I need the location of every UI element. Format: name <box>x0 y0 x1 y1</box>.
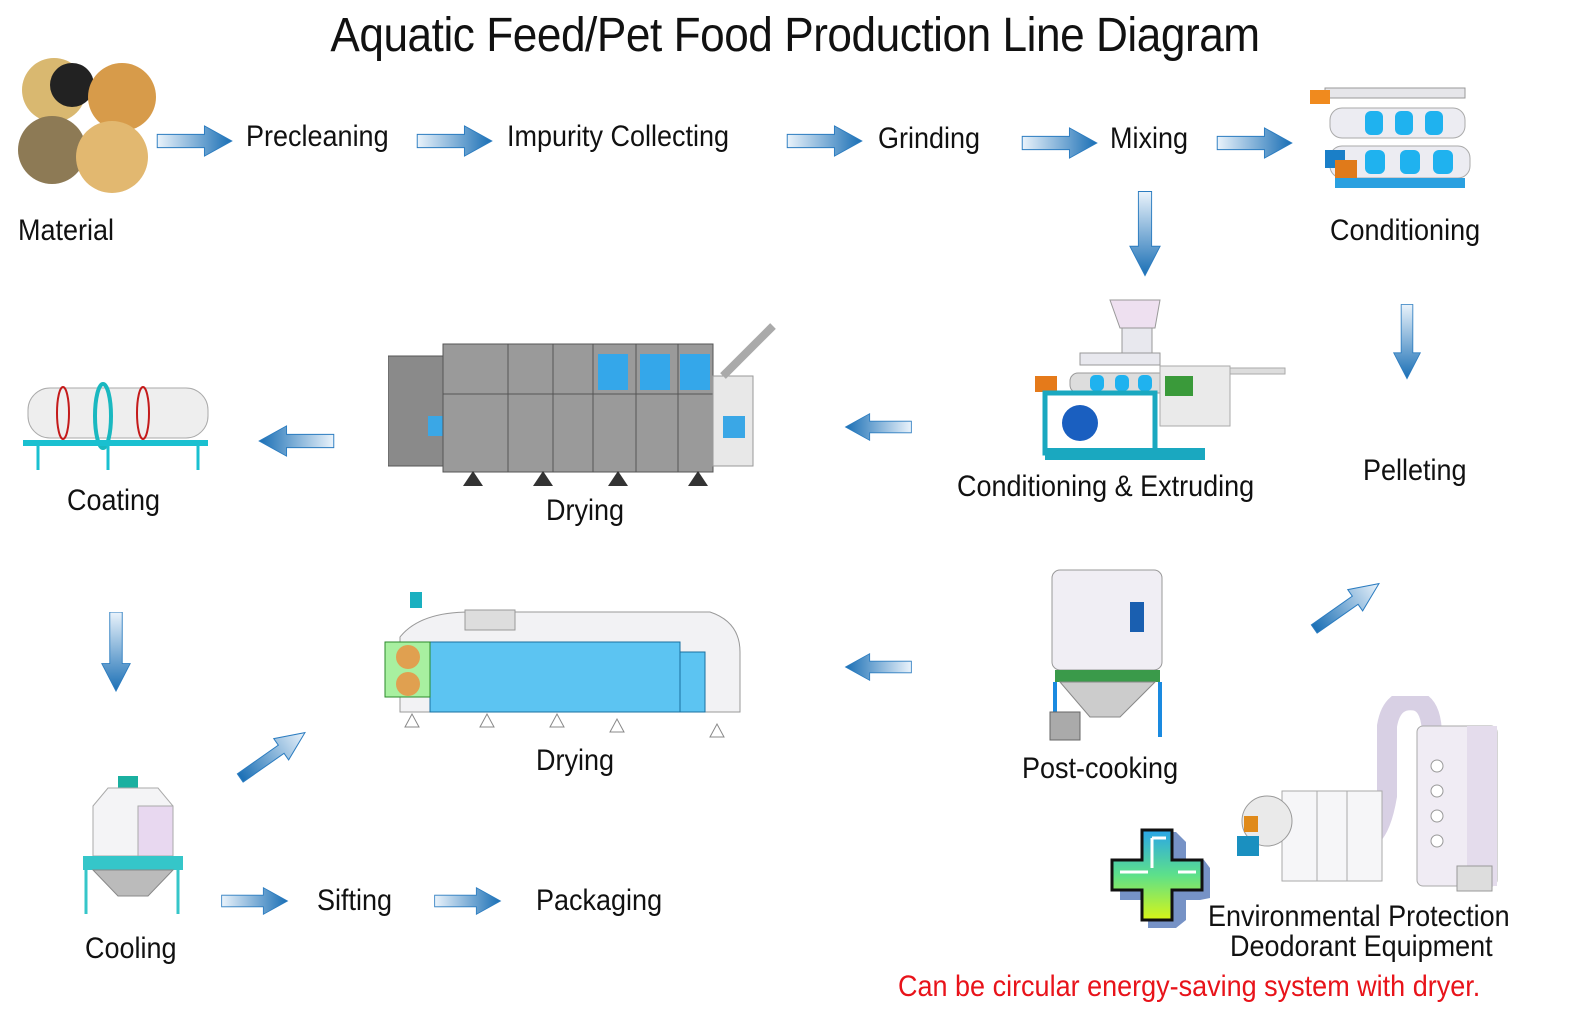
step-label-packaging: Packaging <box>536 884 663 917</box>
dryer-machine-image <box>388 323 776 486</box>
step-label-pelleting: Pelleting <box>1363 454 1467 487</box>
step-label-sifting: Sifting <box>317 884 393 917</box>
arrow-down-left-icon <box>236 731 306 783</box>
deodorant-equipment-image <box>1237 696 1498 892</box>
arrow-down-icon <box>1392 302 1422 382</box>
extruder-machine-image <box>1035 299 1286 460</box>
arrow-right-icon <box>415 124 495 158</box>
arrow-down-icon <box>1128 186 1162 282</box>
env-label-line2: Deodorant Equipment <box>1230 930 1493 963</box>
coating-drum-image <box>23 382 209 470</box>
conditioner-machine-image <box>1310 87 1471 188</box>
arrow-right-icon <box>215 886 295 916</box>
cooler-machine-image <box>83 776 183 914</box>
post-cooker-machine-image <box>1049 569 1163 741</box>
step-label-coating: Coating <box>67 484 161 517</box>
energy-saving-note: Can be circular energy-saving system wit… <box>898 970 1481 1003</box>
step-label-cooling: Cooling <box>85 932 177 965</box>
env-label-line1: Environmental Protection <box>1208 900 1510 933</box>
step-label-drying-2: Drying <box>536 744 615 777</box>
arrow-left-icon <box>838 412 918 442</box>
step-label-drying-1: Drying <box>546 494 625 527</box>
step-label-mixing: Mixing <box>1110 122 1189 155</box>
step-label-precleaning: Precleaning <box>246 120 389 153</box>
plus-icon <box>1110 828 1210 928</box>
arrow-left-icon <box>256 424 336 458</box>
arrow-right-icon <box>155 124 235 158</box>
arrow-right-icon <box>428 886 508 916</box>
arrow-down-left-icon <box>1310 582 1380 634</box>
arrow-left-icon <box>838 652 918 682</box>
page-title: Aquatic Feed/Pet Food Production Line Di… <box>330 9 1260 62</box>
material-grains-image <box>18 58 156 193</box>
belt-dryer-machine-image <box>384 592 741 738</box>
arrow-right-icon <box>1215 126 1295 160</box>
step-label-post-cooking: Post-cooking <box>1022 752 1179 785</box>
arrow-right-icon <box>1020 126 1100 160</box>
step-label-grinding: Grinding <box>878 122 981 155</box>
step-label-impurity-collecting: Impurity Collecting <box>507 120 730 153</box>
step-label-conditioning: Conditioning <box>1330 214 1481 247</box>
arrow-right-icon <box>785 124 865 158</box>
step-label-material: Material <box>18 214 115 247</box>
arrow-down-icon <box>100 612 132 692</box>
step-label-conditioning-extruding: Conditioning & Extruding <box>957 470 1255 503</box>
